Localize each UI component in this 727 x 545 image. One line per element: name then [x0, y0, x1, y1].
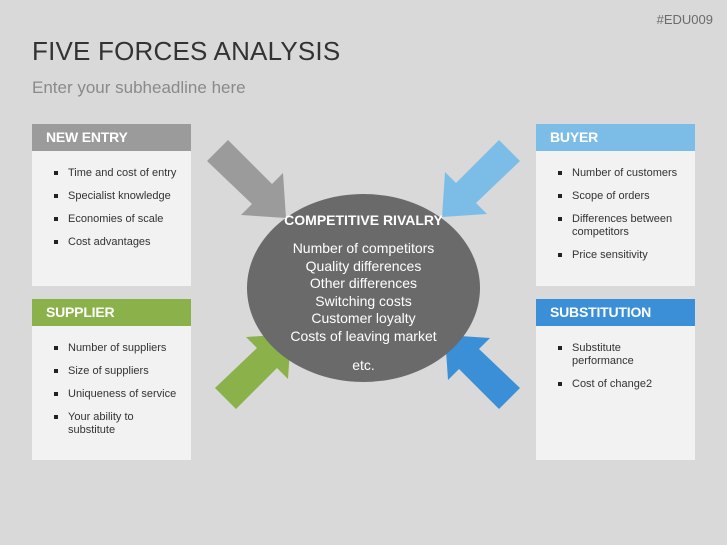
list-item: Specialist knowledge — [54, 190, 181, 203]
list-item: Your ability to substitute — [54, 411, 181, 437]
page-title: FIVE FORCES ANALYSIS — [32, 36, 341, 66]
bullet-list: Substitute performance Cost of change2 — [536, 326, 695, 391]
list-item: Number of suppliers — [54, 342, 181, 355]
list-item: Time and cost of entry — [54, 167, 181, 180]
arrow-supplier — [215, 334, 291, 409]
arrow-new-entry — [207, 140, 286, 218]
bullet-list: Number of suppliers Size of suppliers Un… — [32, 326, 191, 437]
panel-buyer: BUYER Number of customers Scope of order… — [536, 124, 695, 286]
center-etc: etc. — [352, 357, 375, 373]
center-item: Quality differences — [305, 257, 422, 274]
list-item: Cost advantages — [54, 236, 181, 249]
page-subtitle: Enter your subheadline here — [32, 78, 246, 97]
list-item: Uniqueness of service — [54, 388, 181, 401]
arrow-substitution — [445, 335, 520, 409]
panel-title: BUYER — [536, 124, 695, 151]
panel-supplier: SUPPLIER Number of suppliers Size of sup… — [32, 299, 191, 460]
center-item: Number of competitors — [292, 240, 435, 256]
list-item: Differences between competitors — [558, 213, 685, 239]
list-item: Size of suppliers — [54, 365, 181, 378]
bullet-list: Number of customers Scope of orders Diff… — [536, 151, 695, 262]
list-item: Cost of change2 — [558, 378, 685, 391]
list-item: Substitute performance — [558, 342, 685, 368]
panel-title: NEW ENTRY — [32, 124, 191, 151]
list-item: Number of customers — [558, 167, 685, 180]
list-item: Economies of scale — [54, 213, 181, 226]
center-list: Number of competitors Quality difference… — [247, 240, 480, 345]
center-item: Costs of leaving market — [290, 327, 437, 344]
bullet-list: Time and cost of entry Specialist knowle… — [32, 151, 191, 249]
center-item: Customer loyalty — [311, 310, 416, 326]
panel-title: SUBSTITUTION — [536, 299, 695, 326]
panel-new-entry: NEW ENTRY Time and cost of entry Special… — [32, 124, 191, 286]
center-item: Switching costs — [315, 292, 412, 309]
center-title: COMPETITIVE RIVALRY — [284, 212, 443, 228]
center-item: Other differences — [309, 275, 418, 291]
panel-substitution: SUBSTITUTION Substitute performance Cost… — [536, 299, 695, 460]
list-item: Scope of orders — [558, 190, 685, 203]
center-circle — [247, 194, 480, 382]
slide-code: #EDU009 — [656, 12, 713, 27]
arrow-buyer — [442, 140, 520, 217]
list-item: Price sensitivity — [558, 249, 685, 262]
panel-title: SUPPLIER — [32, 299, 191, 326]
